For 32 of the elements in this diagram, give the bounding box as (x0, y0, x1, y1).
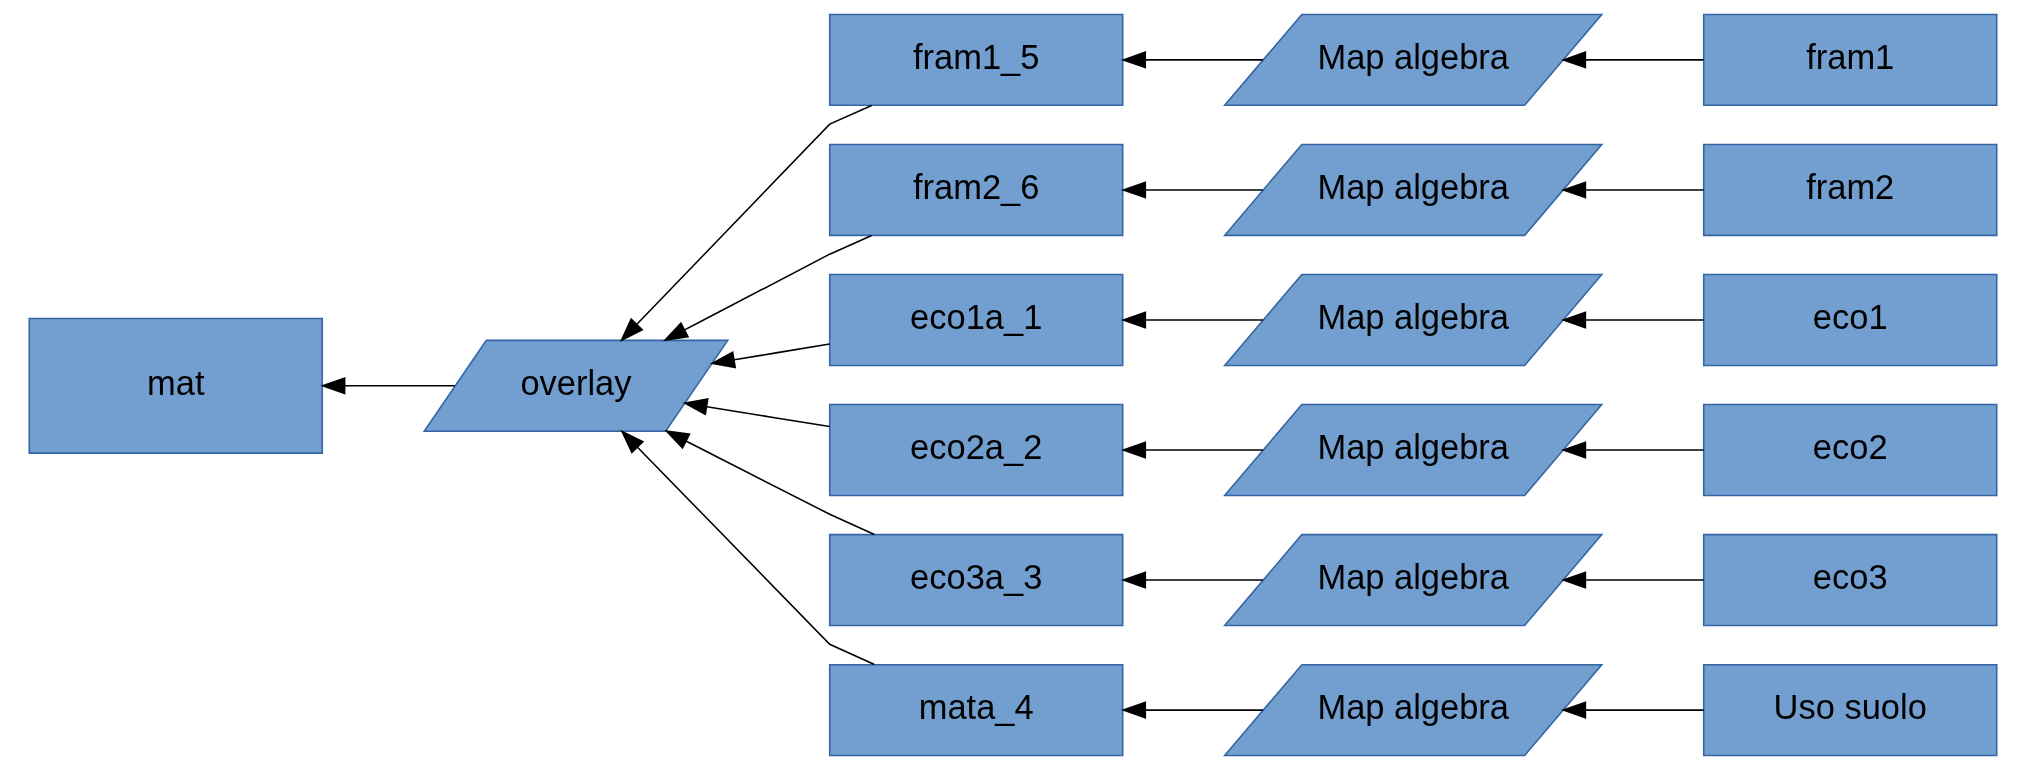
arrow (1560, 701, 1704, 719)
arrow (1120, 571, 1264, 589)
arrow (662, 234, 872, 342)
arrow (1120, 51, 1264, 69)
arrow (709, 343, 830, 369)
arrow (1560, 441, 1704, 459)
arrow (1560, 51, 1704, 69)
arrow (1120, 311, 1264, 329)
node-box: fram1 (1702, 13, 1997, 107)
arrow (1560, 311, 1704, 329)
node-box: Uso suolo (1702, 663, 1997, 757)
arrow (619, 429, 875, 666)
arrow (682, 398, 830, 428)
arrow (1120, 181, 1264, 199)
node-box: eco3 (1702, 533, 1997, 627)
arrow (319, 377, 456, 395)
node-box: mata_4 (828, 663, 1123, 757)
arrow (663, 430, 875, 536)
arrow (619, 104, 872, 342)
node-box: fram2_6 (828, 143, 1123, 237)
node-box: eco1 (1702, 273, 1997, 367)
arrow (1120, 441, 1264, 459)
node-box: mat (28, 317, 323, 454)
node-box: eco2a_2 (828, 403, 1123, 497)
arrow (1560, 181, 1704, 199)
node-box: eco1a_1 (828, 273, 1123, 367)
arrow (1560, 571, 1704, 589)
node-box: eco2 (1702, 403, 1997, 497)
node-box: fram2 (1702, 143, 1997, 237)
arrow (1120, 701, 1264, 719)
node-box: fram1_5 (828, 13, 1123, 107)
node-box: eco3a_3 (828, 533, 1123, 627)
